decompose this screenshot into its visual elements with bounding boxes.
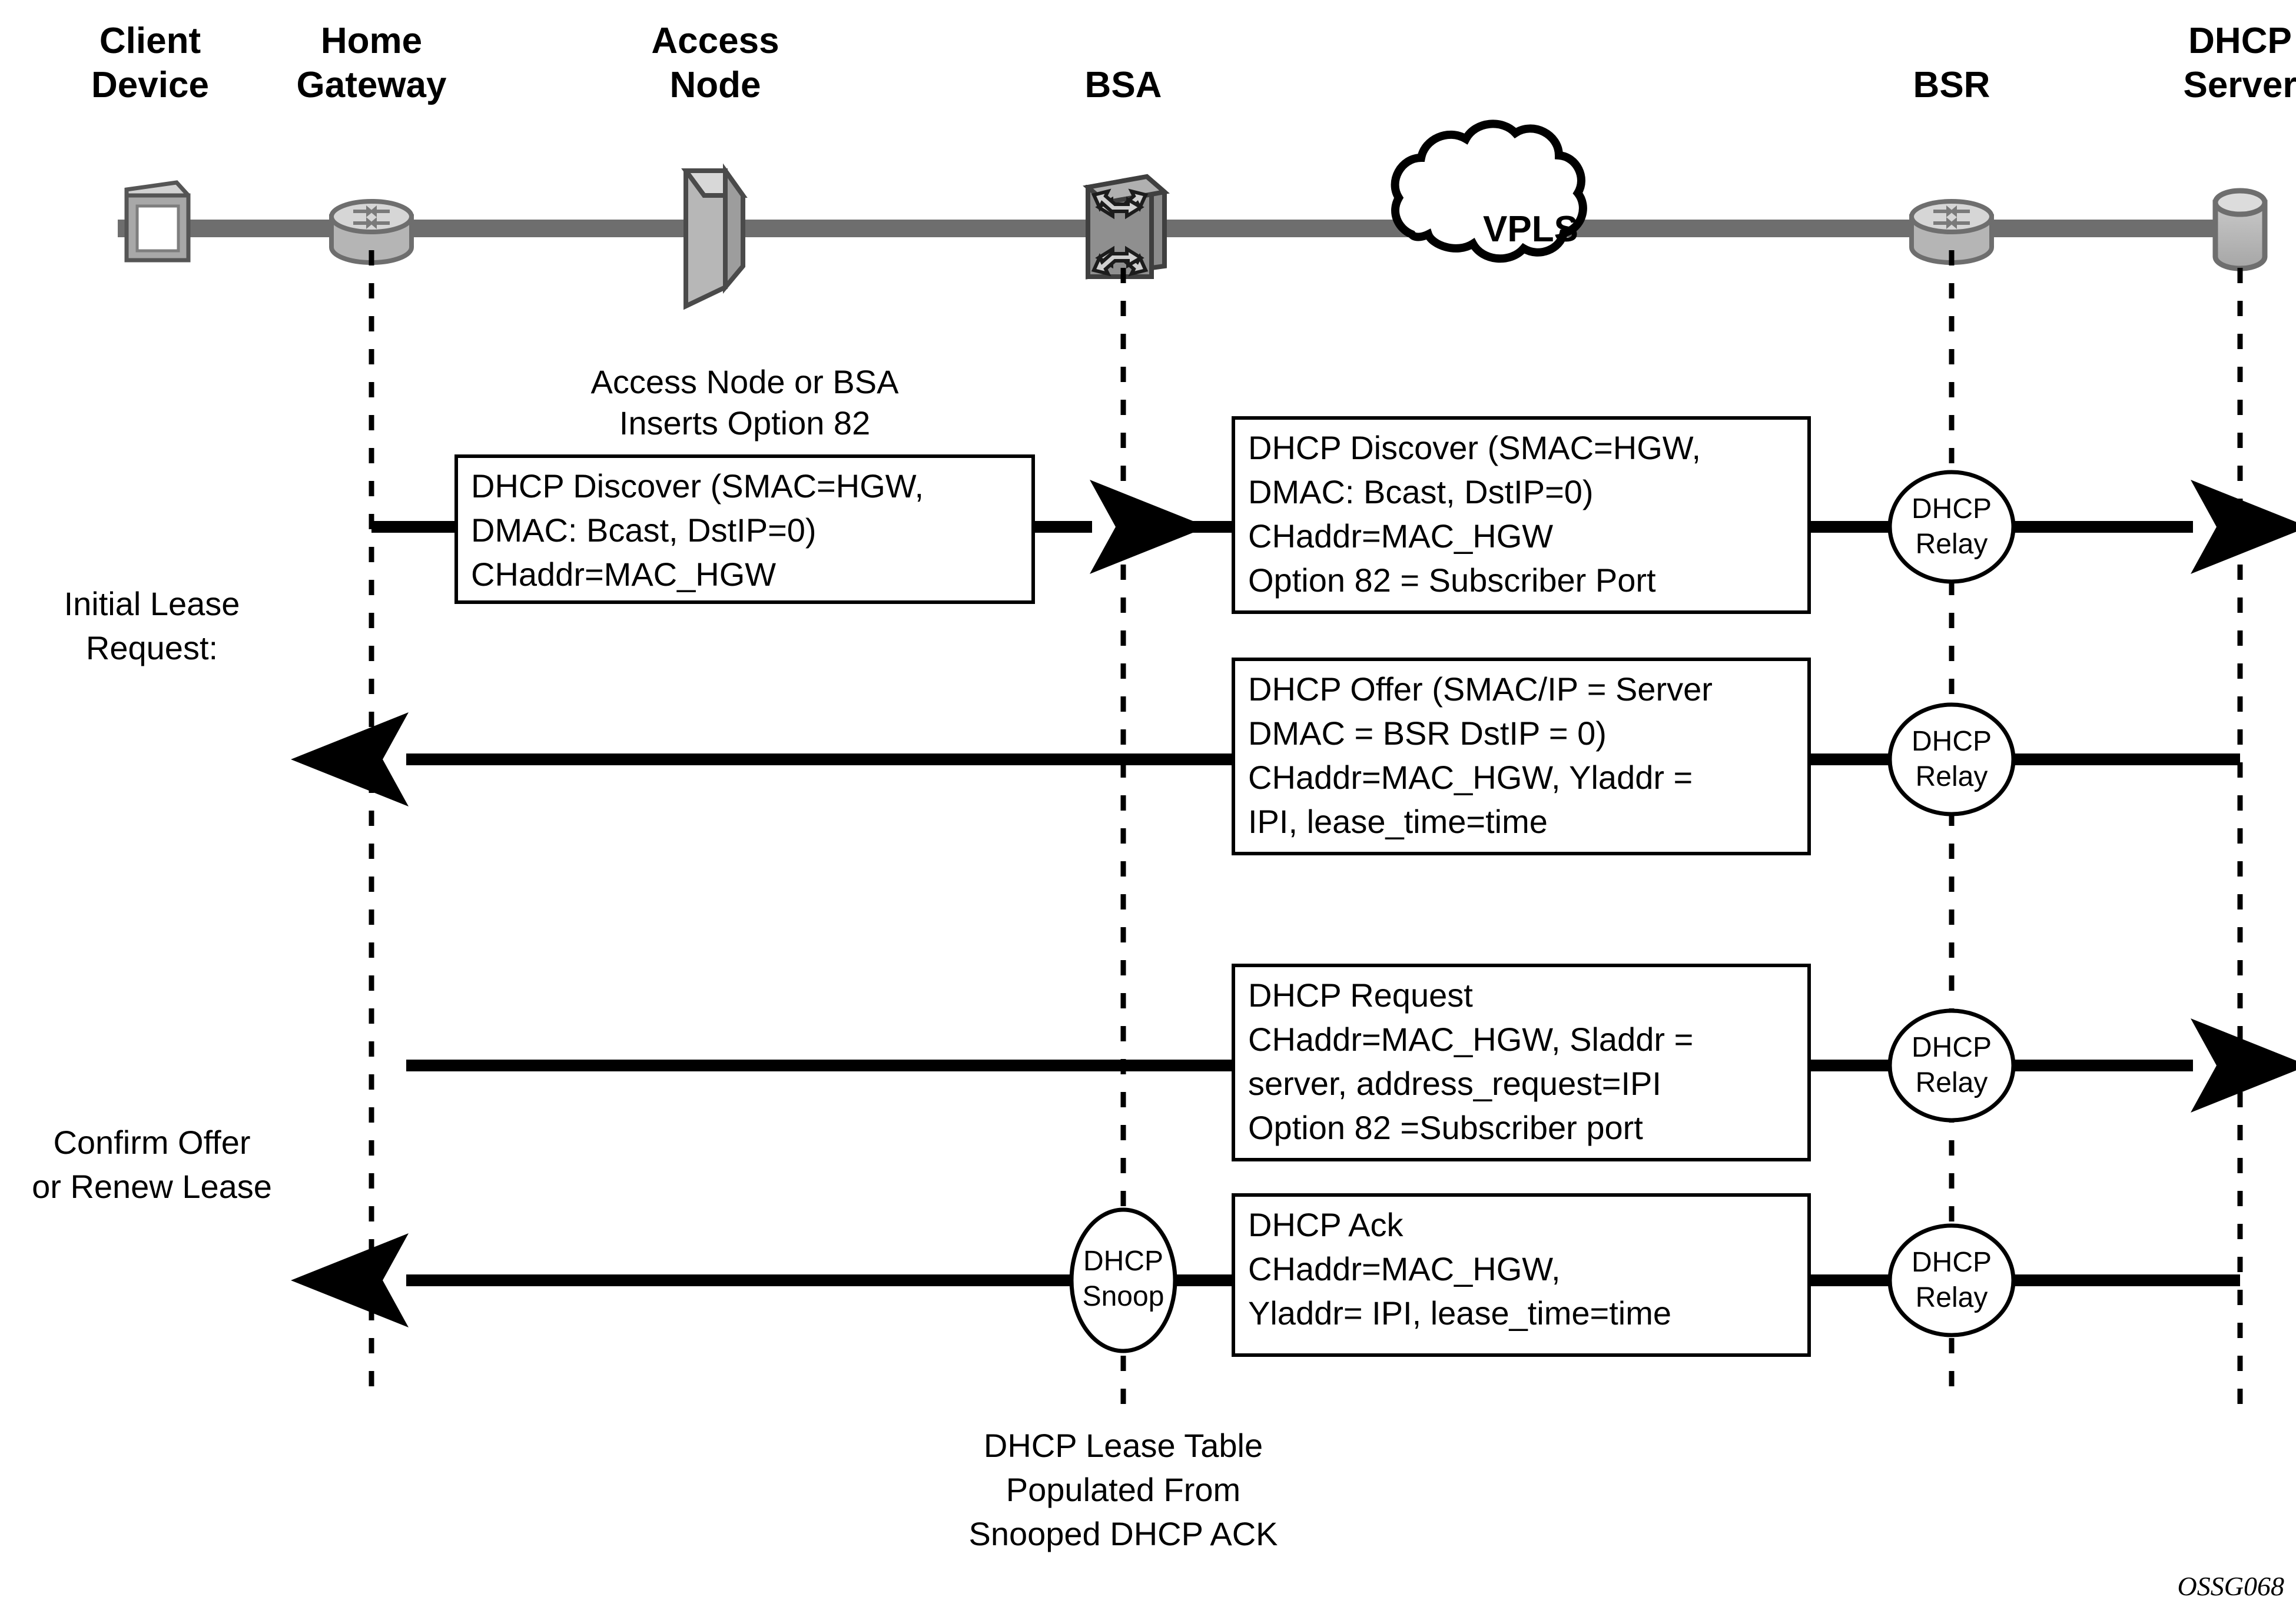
database-icon xyxy=(2212,188,2268,271)
relay-badge-3-line1: DHCP xyxy=(1912,1032,1992,1063)
message-discover-left-line1: DHCP Discover (SMAC=HGW, xyxy=(471,467,924,504)
switch-icon xyxy=(1083,174,1170,280)
message-discover-right-line2: DMAC: Bcast, DstIP=0) xyxy=(1248,473,1594,510)
message-box-discover-right: DHCP Discover (SMAC=HGW, DMAC: Bcast, Ds… xyxy=(1232,416,1811,614)
side-label-initial-lease: Initial Lease Request: xyxy=(64,585,240,666)
node-label-bsa-line1: BSA xyxy=(1085,65,1162,105)
node-label-bsa: BSA xyxy=(1085,65,1162,105)
annotation-lease-table-line3: Snooped DHCP ACK xyxy=(968,1515,1278,1552)
message-request-line3: server, address_request=IPI xyxy=(1248,1065,1661,1102)
message-discover-left-line3: CHaddr=MAC_HGW xyxy=(471,556,776,593)
relay-badge-3-line2: Relay xyxy=(1916,1067,1988,1098)
node-label-server-line1: DHCP xyxy=(2188,21,2292,61)
node-label-an-line2: Node xyxy=(670,65,761,105)
annotation-lease-table-line2: Populated From xyxy=(1006,1471,1240,1508)
relay-badge-1-line1: DHCP xyxy=(1912,493,1992,525)
side-label-confirm-offer-line1: Confirm Offer xyxy=(53,1124,250,1161)
annotation-option82-line2: Inserts Option 82 xyxy=(619,404,870,441)
side-label-initial-lease-line1: Initial Lease xyxy=(64,585,240,622)
snoop-badge-line1: DHCP xyxy=(1083,1246,1163,1277)
node-label-dhcp-server: DHCP Server xyxy=(2183,21,2296,105)
message-box-discover-left: DHCP Discover (SMAC=HGW, DMAC: Bcast, Ds… xyxy=(454,454,1035,604)
relay-badge-2-line1: DHCP xyxy=(1912,726,1992,757)
watermark-label: OSSG068 xyxy=(2178,1571,2284,1601)
message-ack-line3: Yladdr= IPI, lease_time=time xyxy=(1248,1294,1671,1332)
message-offer-line1: DHCP Offer (SMAC/IP = Server xyxy=(1248,670,1713,708)
node-label-client-line2: Device xyxy=(91,65,209,105)
annotation-lease-table-note: DHCP Lease Table Populated From Snooped … xyxy=(968,1427,1278,1552)
node-label-hgw-line1: Home xyxy=(321,21,422,61)
node-label-hgw-line2: Gateway xyxy=(296,65,447,105)
message-ack-line1: DHCP Ack xyxy=(1248,1206,1404,1243)
relay-badge-3: DHCP Relay xyxy=(1887,1008,2016,1123)
relay-badge-1: DHCP Relay xyxy=(1887,470,2016,584)
node-label-client-line1: Client xyxy=(99,21,201,61)
relay-badge-4-line2: Relay xyxy=(1916,1282,1988,1313)
message-box-request: DHCP Request CHaddr=MAC_HGW, Sladdr = se… xyxy=(1232,964,1811,1161)
message-discover-right-line4: Option 82 = Subscriber Port xyxy=(1248,562,1656,599)
annotation-option82-line1: Access Node or BSA xyxy=(591,363,900,400)
relay-badge-2-line2: Relay xyxy=(1916,761,1988,792)
message-ack-line2: CHaddr=MAC_HGW, xyxy=(1248,1250,1561,1287)
side-label-initial-lease-line2: Request: xyxy=(86,629,218,666)
message-box-ack: DHCP Ack CHaddr=MAC_HGW, Yladdr= IPI, le… xyxy=(1232,1193,1811,1357)
side-label-confirm-offer: Confirm Offer or Renew Lease xyxy=(32,1124,272,1205)
workstation-icon xyxy=(124,180,191,263)
node-label-bsr: BSR xyxy=(1913,65,1990,105)
message-box-offer: DHCP Offer (SMAC/IP = Server DMAC = BSR … xyxy=(1232,658,1811,855)
cloud-label-vpls: VPLS xyxy=(1483,209,1578,250)
snoop-badge: DHCP Snoop xyxy=(1069,1207,1177,1353)
message-discover-left-line2: DMAC: Bcast, DstIP=0) xyxy=(471,512,817,549)
side-label-confirm-offer-line2: or Renew Lease xyxy=(32,1168,272,1205)
message-offer-line4: IPI, lease_time=time xyxy=(1248,803,1548,840)
relay-badge-4-line1: DHCP xyxy=(1912,1247,1992,1278)
message-request-line1: DHCP Request xyxy=(1248,977,1473,1014)
message-discover-right-line1: DHCP Discover (SMAC=HGW, xyxy=(1248,429,1701,466)
message-offer-line3: CHaddr=MAC_HGW, Yladdr = xyxy=(1248,759,1693,796)
snoop-badge-line2: Snoop xyxy=(1083,1281,1164,1312)
relay-badge-4: DHCP Relay xyxy=(1887,1223,2016,1337)
node-label-an-line1: Access xyxy=(651,21,779,61)
message-offer-line2: DMAC = BSR DstIP = 0) xyxy=(1248,715,1607,752)
message-discover-right-line3: CHaddr=MAC_HGW xyxy=(1248,517,1553,555)
cloud-icon: VPLS xyxy=(1391,119,1587,263)
annotation-option82-note: Access Node or BSA Inserts Option 82 xyxy=(591,363,900,441)
node-label-client: Client Device xyxy=(91,21,209,105)
access-node-icon xyxy=(681,163,748,310)
message-request-line4: Option 82 =Subscriber port xyxy=(1248,1109,1643,1146)
relay-badge-1-line2: Relay xyxy=(1916,529,1988,560)
node-label-bsr-line1: BSR xyxy=(1913,65,1990,105)
message-request-line2: CHaddr=MAC_HGW, Sladdr = xyxy=(1248,1021,1693,1058)
router-icon xyxy=(1909,199,1994,265)
node-label-access-node: Access Node xyxy=(651,21,779,105)
relay-badge-2: DHCP Relay xyxy=(1887,702,2016,816)
annotation-lease-table-line1: DHCP Lease Table xyxy=(984,1427,1263,1464)
node-label-server-line2: Server xyxy=(2183,65,2296,105)
node-label-home-gateway: Home Gateway xyxy=(296,21,447,105)
